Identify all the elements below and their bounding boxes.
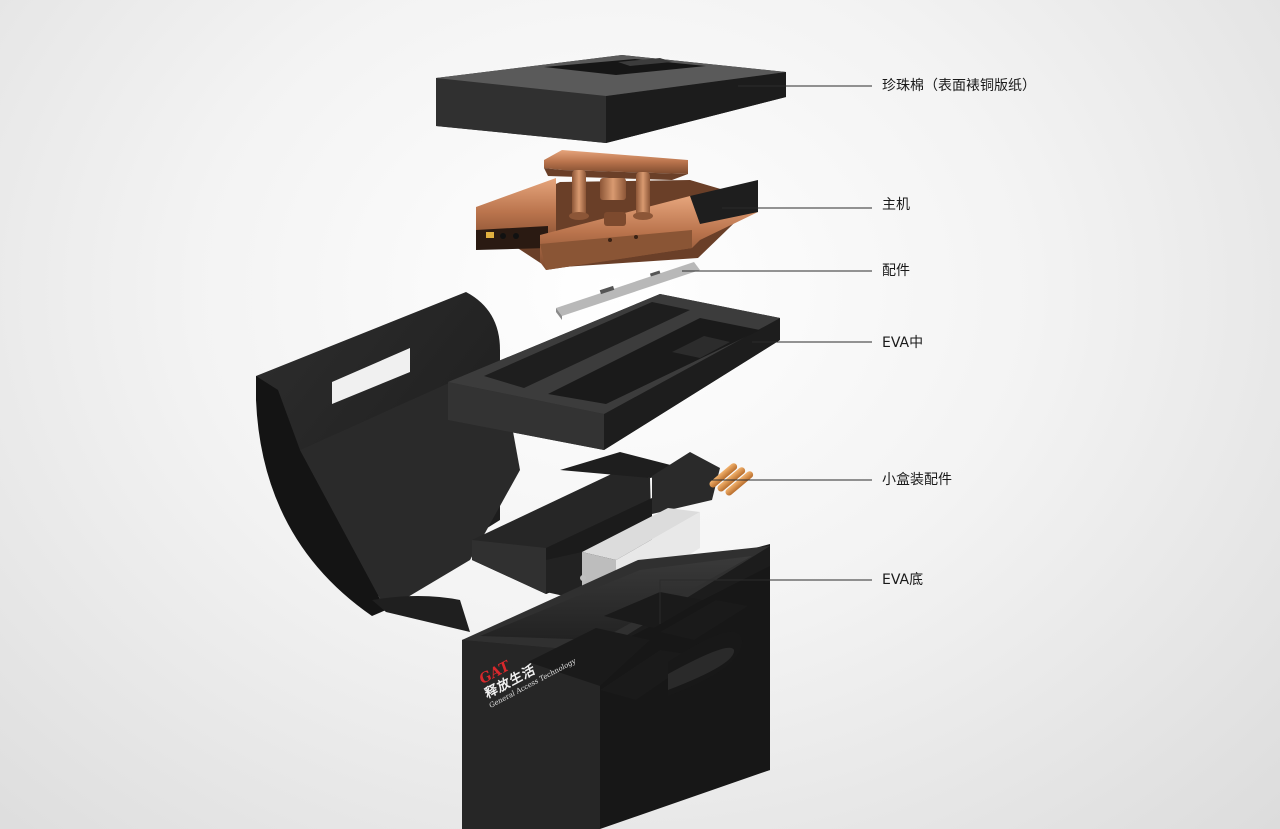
eva-middle-part [448,294,780,450]
callout-eva-middle: EVA中 [882,335,924,351]
gift-box-lid-flap [256,292,520,632]
callout-small-box-accessories: 小盒装配件 [882,472,952,488]
callout-accessory: 配件 [882,263,910,279]
callout-pearl-cotton-lid: 珍珠棉（表面裱铜版纸） [882,78,1036,94]
accessory-part [556,262,700,320]
callout-main-unit: 主机 [882,197,910,213]
screw-sticks [709,463,754,496]
callout-eva-bottom: EVA底 [882,572,924,588]
small-box-accessories-part [472,452,754,600]
main-unit-part [476,150,758,270]
pearl-cotton-lid-part [436,55,786,143]
leader-line-eva-bottom [659,579,872,624]
gift-box-body [462,544,770,829]
callout-lines [659,85,872,624]
